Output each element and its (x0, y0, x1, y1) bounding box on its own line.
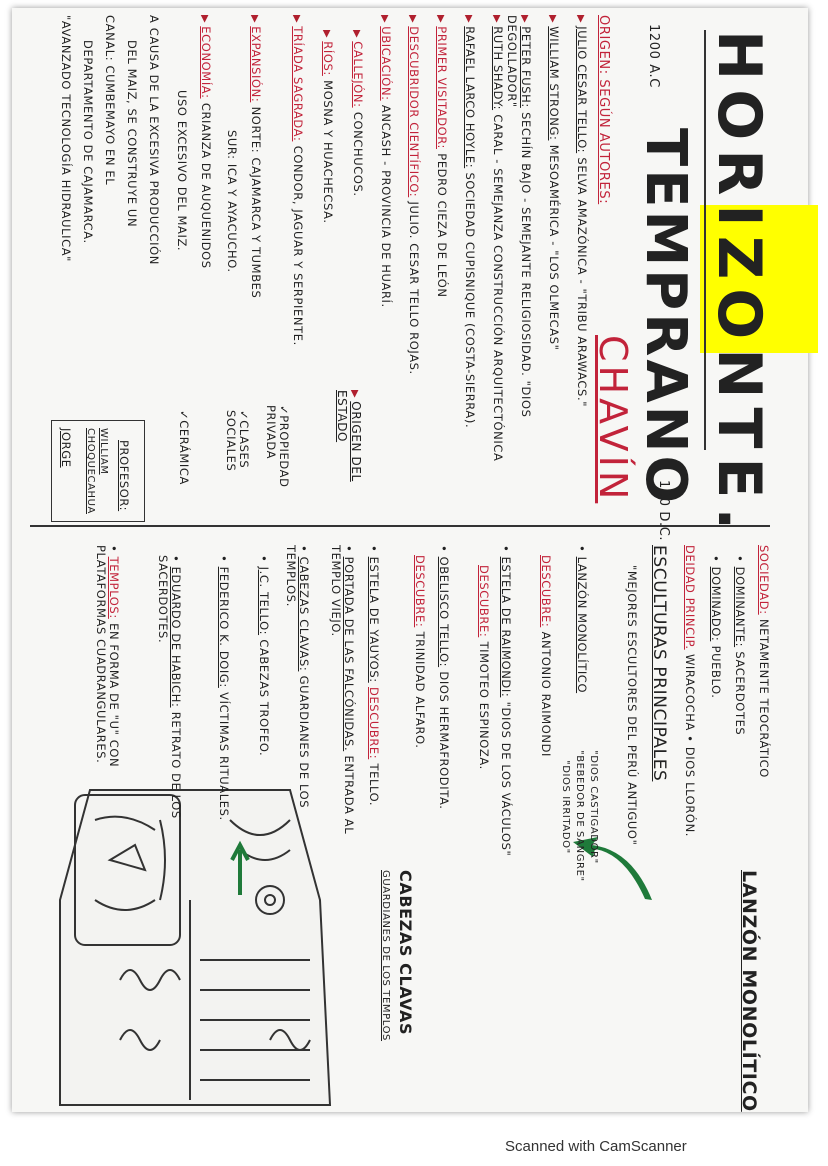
fact-item-line2: SUR: ICA Y AYACUCHO. (225, 130, 239, 273)
fact-item: ▶ECONOMÍA: CRIANZA DE AUQUENIDOS (199, 15, 213, 269)
profesor-signature: JORGE (59, 428, 73, 468)
rotated-notes: HORIZONTE. 1200 A.C TEMPRANO 100 D.C. CH… (10, 10, 818, 1112)
note-line: • ESTELA DE RAIMONDI: "DIOS DE LOS VÁCUL… (499, 545, 513, 857)
note-line: • CABEZAS CLAVAS: GUARDIANES DE LOS TEMP… (284, 545, 311, 809)
note-line: "MEJORES ESCULTORES DEL PERÚ ANTIGUO" (625, 565, 639, 846)
profesor-name: WILLIAM CHOQUECAHUA (85, 428, 109, 514)
date-end: 100 D.C. (656, 480, 671, 542)
note-line: DESCUBRE: TRINIDAD ALFARO. (413, 555, 427, 749)
author-item: ▶PETER FUSH: SECHÍN BAJO - SEMEJANTE REL… (505, 15, 533, 418)
note-line: • PORTADA DE LAS FALCÓNIDAS. ENTRADA AL … (329, 545, 356, 835)
date-start: 1200 A.C (646, 24, 661, 88)
note-line: • TEMPLOS: EN FORMA DE "U" CON PLATAFORM… (94, 545, 121, 768)
page-title: HORIZONTE. (704, 30, 774, 540)
note-line: DESCUBRE: ANTONIO RAIMONDI (539, 555, 553, 758)
fact-item: ▶RÍOS: MOSNA Y HUACHECSA. (321, 30, 335, 224)
author-item: ▶RAFAEL LARCO HOYLE: SOCIEDAD CUPISNIQUE… (463, 15, 477, 429)
note-line: DEIDAD PRINCIP. WIRACOCHA • DIOS LLORÓN. (683, 545, 697, 838)
arrow-icon (573, 837, 652, 900)
note-line: SOCIEDAD: NETAMENTE TEOCRÁTICO (757, 545, 771, 778)
note-line: "BEBEDOR DE SANGRE" (574, 750, 585, 882)
note-line: • FEDERICO K. DOIG: VÍCTIMAS RITUALES. (217, 555, 231, 821)
fact-item: ▶EXPANSIÓN: NORTE: CAJAMARCA Y TUMBES (249, 15, 263, 299)
fact-item-line2: USO EXCESIVO DEL MAIZ. (175, 90, 189, 252)
note-line: "DIOS IRRITADO" (560, 760, 571, 854)
note-line: • J.C. TELLO: CABEZAS TROFEO. (257, 555, 271, 757)
paragraph-line: A CAUSA DE LA EXCESIVA PRODUCCIÓN (147, 15, 161, 265)
arrow-icon (230, 840, 250, 895)
paragraph-line: "AVANZADO TECNOLOGÍA HIDRAULICA" (59, 15, 73, 263)
cabezas-title: CABEZAS CLAVAS (396, 870, 415, 1036)
guardianes-label: GUARDIANES DE LOS TEMPLOS (380, 870, 391, 1042)
note-line: • DOMINADO: PUEBLO. (709, 555, 723, 699)
profesor-label: PROFESOR: (117, 440, 131, 512)
note-line: • LANZÓN MONOLÍTICO (575, 545, 589, 694)
author-item: ▶WILLIAM STRONG: MESOAMÉRICA - "LOS OLME… (547, 15, 561, 351)
estado-item: ✓CLASES SOCIALES (224, 410, 251, 472)
estado-item: ✓CERÁMICA (177, 410, 191, 485)
paragraph-line: CANAL: CUMBEMAYO EN EL (103, 15, 117, 186)
paragraph-line: DEL MAIZ, SE CONSTRUYE UN (125, 40, 139, 228)
title-underline (704, 30, 706, 450)
author-item: ▶RUTH SHADY: CARAL - SEMEJANZA CONSTRUCC… (491, 15, 505, 462)
note-line: • OBELISCO TELLO: DIOS HERMAFRODITA. (437, 545, 451, 810)
lanzon-title: LANZÓN MONOLÍTICO (738, 870, 760, 1112)
fact-item: ▶UBICACIÓN: ANCASH - PROVINCIA DE HUARÍ. (379, 15, 393, 308)
column-divider (30, 525, 770, 527)
note-line: • DOMINANTE: SACERDOTES (733, 555, 747, 736)
author-item: ▶JULIO CESAR TELLO: SELVA AMAZÓNICA - "T… (575, 15, 589, 408)
note-line: • EDUARDO DE HABICH: RETRATO DE LOS SACE… (156, 555, 183, 819)
esculturas-heading: ESCULTURAS PRINCIPALES (649, 545, 669, 782)
scanner-watermark: Scanned with CamScanner (505, 1138, 687, 1155)
fact-item: ▶TRÍADA SAGRADA: CONDOR, JAGUAR Y SERPIE… (291, 15, 305, 346)
note-line: "DIOS CASTIGADOR" (588, 750, 599, 864)
paragraph-line: DEPARTAMENTO DE CAJAMARCA. (81, 40, 95, 244)
estado-item: ✓PROPIEDAD PRIVADA (264, 405, 291, 488)
origen-heading: ORIGEN: SEGÚN AUTORES: (596, 15, 611, 205)
estado-heading: ▶ORIGEN DEL ESTADO (335, 390, 363, 482)
note-line: • ESTELA DE YAUYOS: DESCUBRE: TELLO. (367, 545, 381, 807)
fact-item: ▶PRIMER VISITADOR: PEDRO CIEZA DE LEÓN (435, 15, 449, 298)
fact-item: ▶CALLEJÓN: CONCHUCOS. (351, 30, 365, 197)
page-subtitle: TEMPRANO (633, 128, 698, 507)
culture-title: CHAVÍN (591, 335, 635, 504)
fact-item: ▶DESCUBRIDOR CIENTÍFICO: JULIO. CESAR TE… (407, 15, 421, 375)
note-line: DESCUBRE: TIMOTEO ESPINOZA. (477, 565, 491, 770)
